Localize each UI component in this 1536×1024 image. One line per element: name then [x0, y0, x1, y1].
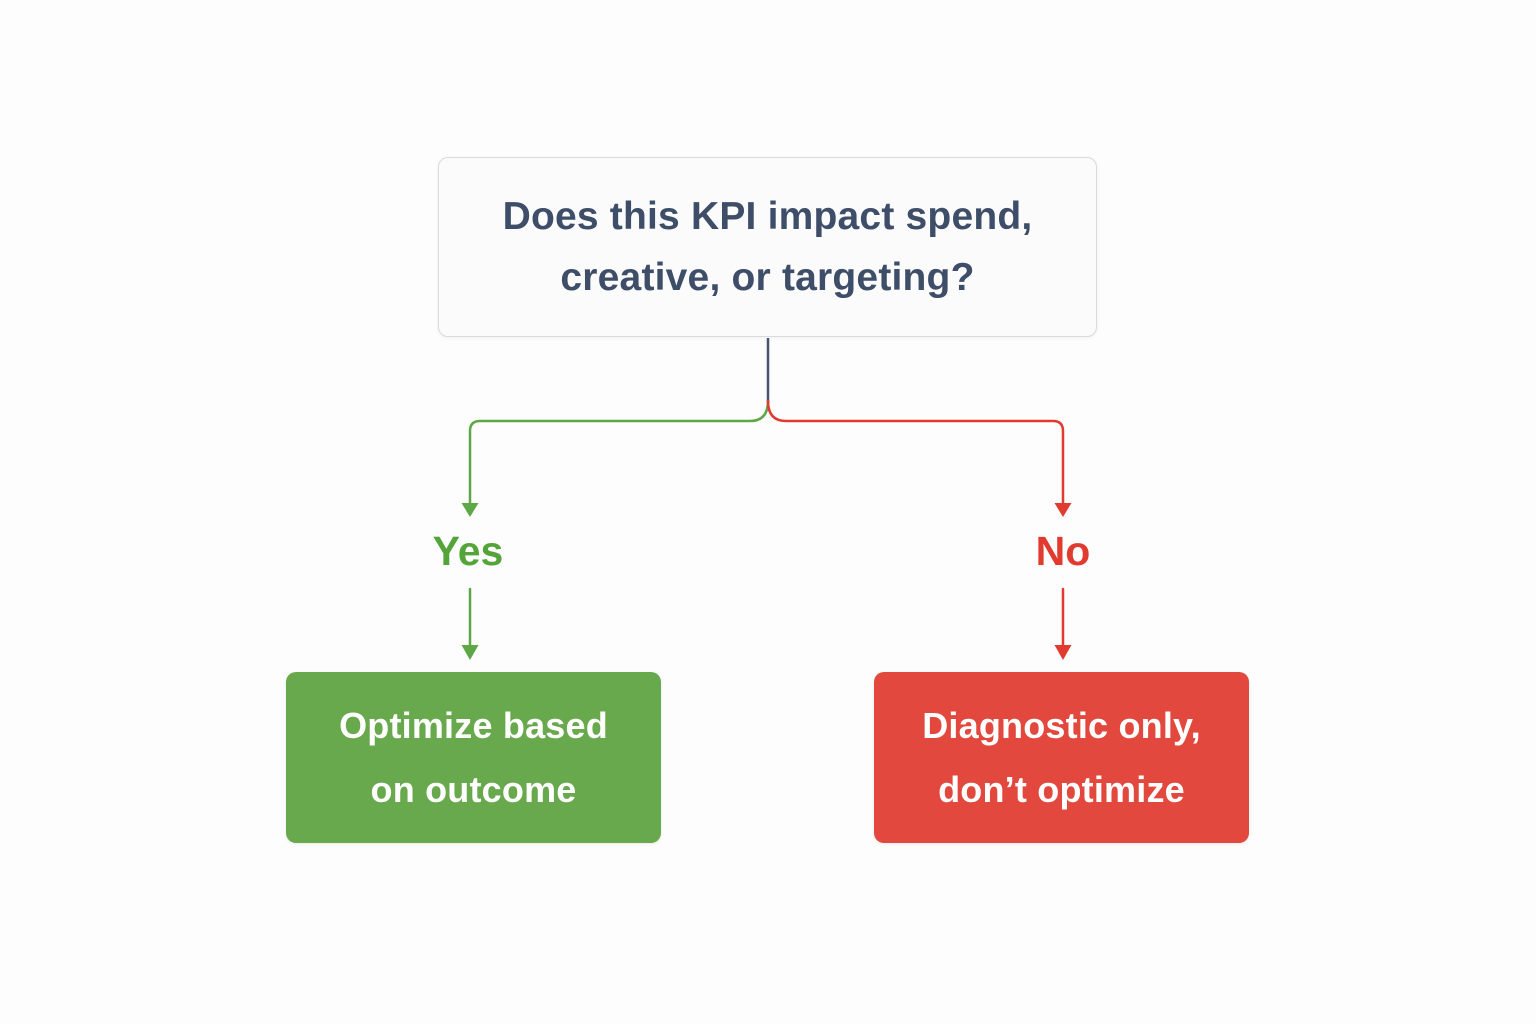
- no-branch-arrowhead-icon: [1054, 503, 1072, 517]
- no-branch-label: No: [1035, 528, 1091, 574]
- no-to-box-arrowhead-icon: [1054, 645, 1072, 660]
- question-text-line1: Does this KPI impact spend,: [502, 195, 1033, 238]
- yes-result-text-line2: on outcome: [370, 768, 577, 810]
- yes-result-node: Optimize based on outcome: [286, 672, 661, 843]
- yes-branch-line: [468, 399, 770, 505]
- yes-to-box-arrowhead-icon: [461, 645, 479, 660]
- yes-branch-arrowhead-icon: [461, 503, 479, 517]
- no-result-node: Diagnostic only, don’t optimize: [874, 672, 1249, 843]
- yes-branch-label: Yes: [432, 528, 504, 574]
- yes-result-text-line1: Optimize based: [339, 704, 608, 746]
- question-node: Does this KPI impact spend, creative, or…: [438, 157, 1097, 337]
- no-branch-line: [766, 399, 1065, 505]
- no-result-text-line1: Diagnostic only,: [922, 704, 1201, 746]
- no-result-text-line2: don’t optimize: [938, 768, 1185, 810]
- question-text-line2: creative, or targeting?: [560, 256, 975, 299]
